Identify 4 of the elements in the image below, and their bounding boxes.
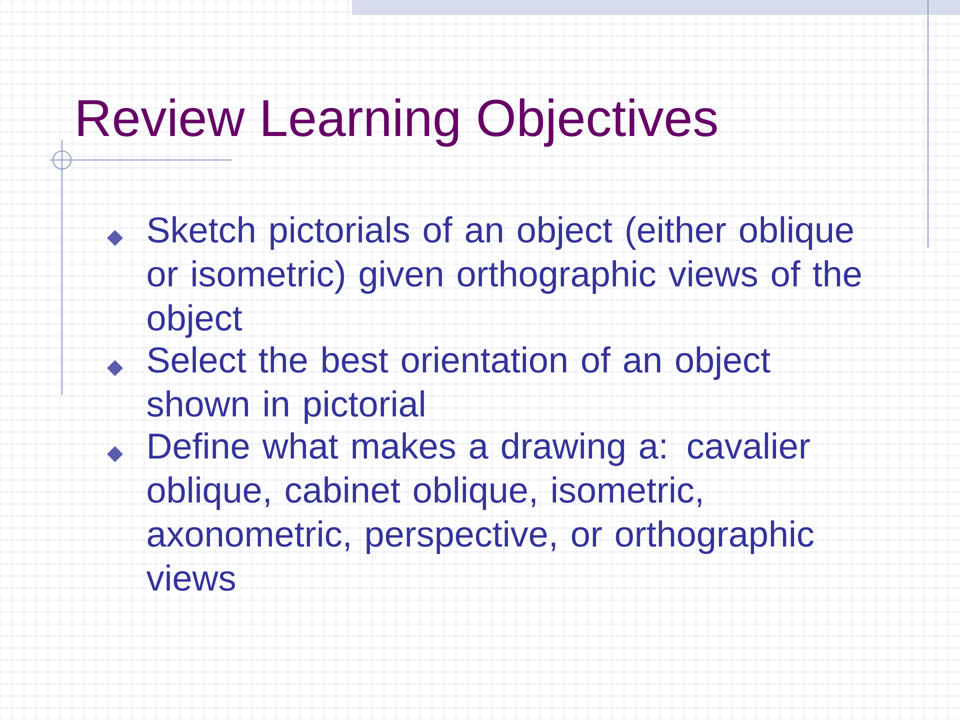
- bullet-text: Define what makes a drawing a: cavalier oblique, cabinet oblique, isometric, axonometric, perspective, or orthographic views: [146, 432, 814, 591]
- bullet-text: Select the best orientation of an object shown in pictorial: [147, 346, 770, 424]
- slide-title: Review Learning Objectives: [78, 98, 717, 147]
- bullet-text: Sketch pictorials of an object (either oblique or isometric) given orthographic views of the object: [148, 216, 861, 338]
